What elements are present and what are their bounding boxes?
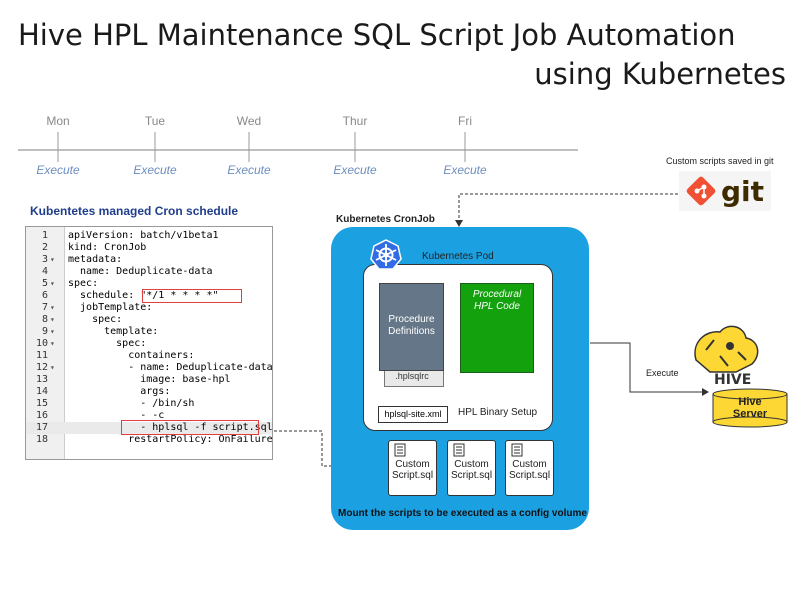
execute-hive-arrow bbox=[590, 342, 704, 393]
code-line: 15 - /bin/sh bbox=[35, 398, 195, 409]
diagram-title-line1: Hive HPL Maintenance SQL Script Job Auto… bbox=[18, 18, 736, 52]
code-line: 11 containers: bbox=[35, 350, 195, 361]
hive-server-line2: Server bbox=[732, 408, 768, 420]
execute-label: Execute bbox=[36, 163, 80, 177]
code-line: 5▾spec: bbox=[41, 278, 99, 289]
git-to-cronjob-arrow bbox=[458, 193, 678, 222]
custom-script-file: Custom Script.sql bbox=[447, 440, 496, 496]
script-scroll-icon bbox=[394, 443, 406, 457]
git-caption: Custom scripts saved in git bbox=[666, 156, 774, 166]
cronjob-label: Kubernetes CronJob bbox=[336, 214, 435, 225]
hplsqlrc-label: .hplsqlrc bbox=[395, 371, 429, 381]
hplsql-site-xml-file: hplsql-site.xml bbox=[378, 406, 448, 423]
mount-caption: Mount the scripts to be executed as a co… bbox=[338, 508, 587, 519]
custom-script-file: Custom Script.sql bbox=[388, 440, 437, 496]
custom-script-label: Custom Script.sql bbox=[508, 459, 551, 481]
execute-label: Execute bbox=[133, 163, 177, 177]
day-label: Tue bbox=[144, 114, 166, 128]
code-line: 3▾metadata: bbox=[41, 254, 123, 265]
line-gutter bbox=[26, 227, 65, 459]
hive-bee-logo bbox=[694, 325, 759, 373]
git-diamond-icon bbox=[679, 171, 771, 211]
day-label: Thur bbox=[342, 114, 368, 128]
procedural-hpl-code-block: Procedural HPL Code bbox=[460, 283, 534, 373]
code-line: 8▾ spec: bbox=[41, 314, 123, 325]
custom-script-file: Custom Script.sql bbox=[505, 440, 554, 496]
procedure-definitions-label: Procedure Definitions bbox=[388, 314, 435, 337]
pod-label: Kubernetes Pod bbox=[422, 251, 494, 262]
hive-logo-text: HIVE bbox=[714, 372, 752, 388]
kubernetes-wheel-icon bbox=[370, 239, 402, 270]
code-line: 18 restartPolicy: OnFailure bbox=[35, 434, 273, 445]
code-line: 9▾ template: bbox=[41, 326, 159, 337]
script-scroll-icon bbox=[511, 443, 523, 457]
execute-label: Execute bbox=[227, 163, 271, 177]
execute-label: Execute bbox=[443, 163, 487, 177]
procedure-definitions-block: Procedure Definitions bbox=[379, 283, 444, 371]
code-line: 4 name: Deduplicate-data bbox=[41, 266, 213, 277]
code-line-command: 17 - hplsql -f script.sql bbox=[26, 422, 273, 434]
day-label: Mon bbox=[46, 114, 70, 128]
hive-server-label: Hive Server bbox=[712, 396, 788, 420]
hpl-code-label: Procedural HPL Code bbox=[472, 289, 522, 312]
schedule-highlight-box bbox=[142, 289, 242, 303]
diagram-title-line2: using Kubernetes bbox=[534, 57, 786, 91]
code-line: 10▾ spec: bbox=[35, 338, 147, 349]
code-line: 16 - -c bbox=[35, 410, 165, 421]
script-scroll-icon bbox=[453, 443, 465, 457]
git-logo-text: git bbox=[721, 175, 765, 208]
day-label: Fri bbox=[458, 114, 472, 128]
code-line: 7▾ jobTemplate: bbox=[41, 302, 153, 313]
command-highlight-box bbox=[121, 420, 259, 435]
code-line: 13 image: base-hpl bbox=[35, 374, 231, 385]
hive-server-cylinder bbox=[712, 388, 788, 428]
git-logo: git bbox=[679, 171, 771, 211]
custom-script-label: Custom Script.sql bbox=[450, 459, 493, 481]
hive-server-line1: Hive bbox=[738, 396, 762, 408]
day-label: Wed bbox=[236, 114, 262, 128]
custom-script-label: Custom Script.sql bbox=[391, 459, 434, 481]
execute-hive-label: Execute bbox=[646, 368, 679, 378]
code-line-schedule: 6 schedule: "*/1 * * * *" bbox=[41, 290, 219, 301]
code-line: 12▾ - name: Deduplicate-data bbox=[35, 362, 273, 373]
hpl-binary-setup-label: HPL Binary Setup bbox=[458, 407, 538, 418]
execute-label: Execute bbox=[333, 163, 377, 177]
cron-schedule-title: Kubentetes managed Cron schedule bbox=[30, 204, 239, 218]
code-line: 14 args: bbox=[35, 386, 171, 397]
